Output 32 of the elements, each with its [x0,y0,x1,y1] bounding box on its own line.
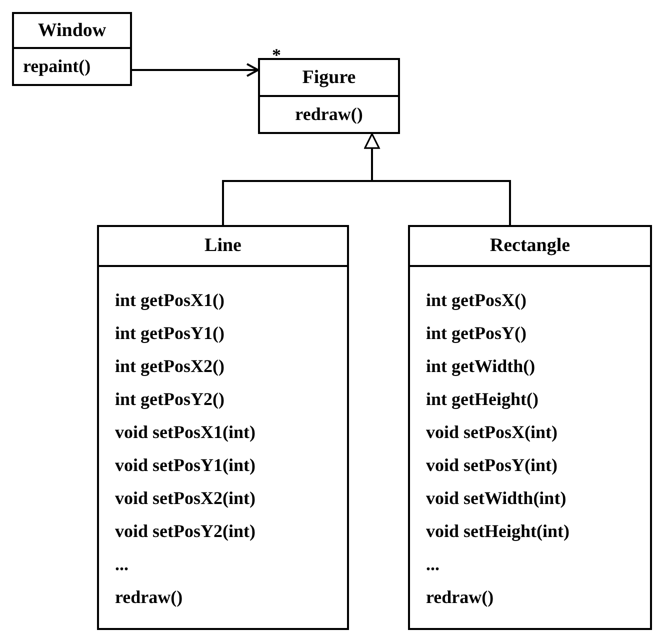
class-box [97,225,349,630]
class-name: Window [38,18,106,42]
inheritance-arrow [364,133,511,225]
class-name: Figure [302,66,356,90]
method-text: void setHeight(int) [426,520,570,543]
method-text: int getHeight() [426,388,540,411]
method-text: int getPosY2() [115,388,226,411]
method-text: void setWidth(int) [426,487,568,510]
method-text: int getPosY1() [115,322,226,345]
method-text: void setPosY(int) [426,454,558,477]
method-text: redraw() [115,586,184,609]
method-text: void setPosY1(int) [115,454,256,477]
class-name: Rectangle [490,234,570,258]
method-text: ... [115,553,130,576]
class-name: Line [204,234,242,258]
method-text: int getPosX1() [115,289,226,312]
method-text: int getPosX2() [115,355,226,378]
method-text: repaint() [23,55,92,78]
method-text: int getWidth() [426,355,536,378]
class-box [258,58,400,134]
method-text: int getPosX() [426,289,528,312]
method-text: int getPosY() [426,322,528,345]
method-text: redraw() [295,103,363,126]
method-text: void setPosX2(int) [115,487,256,510]
method-text: ... [426,553,440,576]
method-text: void setPosX1(int) [115,421,256,444]
method-text: void setPosY2(int) [115,520,256,543]
method-text: redraw() [426,586,495,609]
association-arrow [132,63,259,77]
class-box [12,12,132,86]
method-text: void setPosX(int) [426,421,558,444]
class-box [408,225,652,630]
